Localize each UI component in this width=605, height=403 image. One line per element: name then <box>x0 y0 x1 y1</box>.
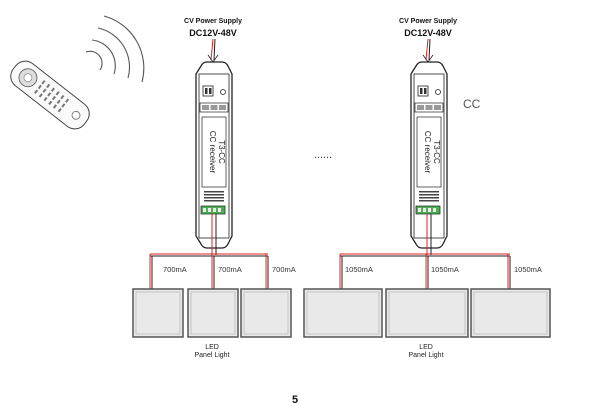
power-supply-title: CV Power Supply <box>184 18 242 25</box>
power-supply-left: CV Power Supply DC12V-48V <box>184 18 242 63</box>
receiver-model: T3-CC <box>217 140 226 164</box>
current-label: 700mA <box>163 265 187 274</box>
current-label: 1050mA <box>514 265 542 274</box>
power-supply-voltage: DC12V-48V <box>404 28 452 38</box>
wires-right <box>339 214 511 289</box>
power-supply-voltage: DC12V-48V <box>189 28 237 38</box>
current-label: 700mA <box>218 265 242 274</box>
wires-left <box>149 214 269 289</box>
led-label: Panel Light <box>408 352 443 359</box>
power-supply-right: CV Power Supply DC12V-48V <box>399 18 457 63</box>
remote-control-icon <box>10 15 145 130</box>
power-supply-title: CV Power Supply <box>399 18 457 25</box>
receiver-left: CC receiver T3-CC <box>195 61 233 249</box>
current-label: 1050mA <box>345 265 373 274</box>
mode-label: CC <box>463 97 481 111</box>
led-panels-left <box>132 288 292 338</box>
led-panels-right <box>303 288 551 338</box>
led-label: Panel Light <box>194 352 229 359</box>
receiver-name: CC receiver <box>423 131 432 174</box>
current-label: 1050mA <box>431 265 459 274</box>
receiver-model: T3-CC <box>432 140 441 164</box>
receiver-name: CC receiver <box>208 131 217 174</box>
led-label: LED <box>205 344 219 351</box>
ellipsis: ...... <box>314 149 332 161</box>
led-label: LED <box>419 344 433 351</box>
current-label: 700mA <box>272 265 296 274</box>
page-number: 5 <box>292 394 298 403</box>
receiver-right: CC receiver T3-CC <box>410 61 448 249</box>
